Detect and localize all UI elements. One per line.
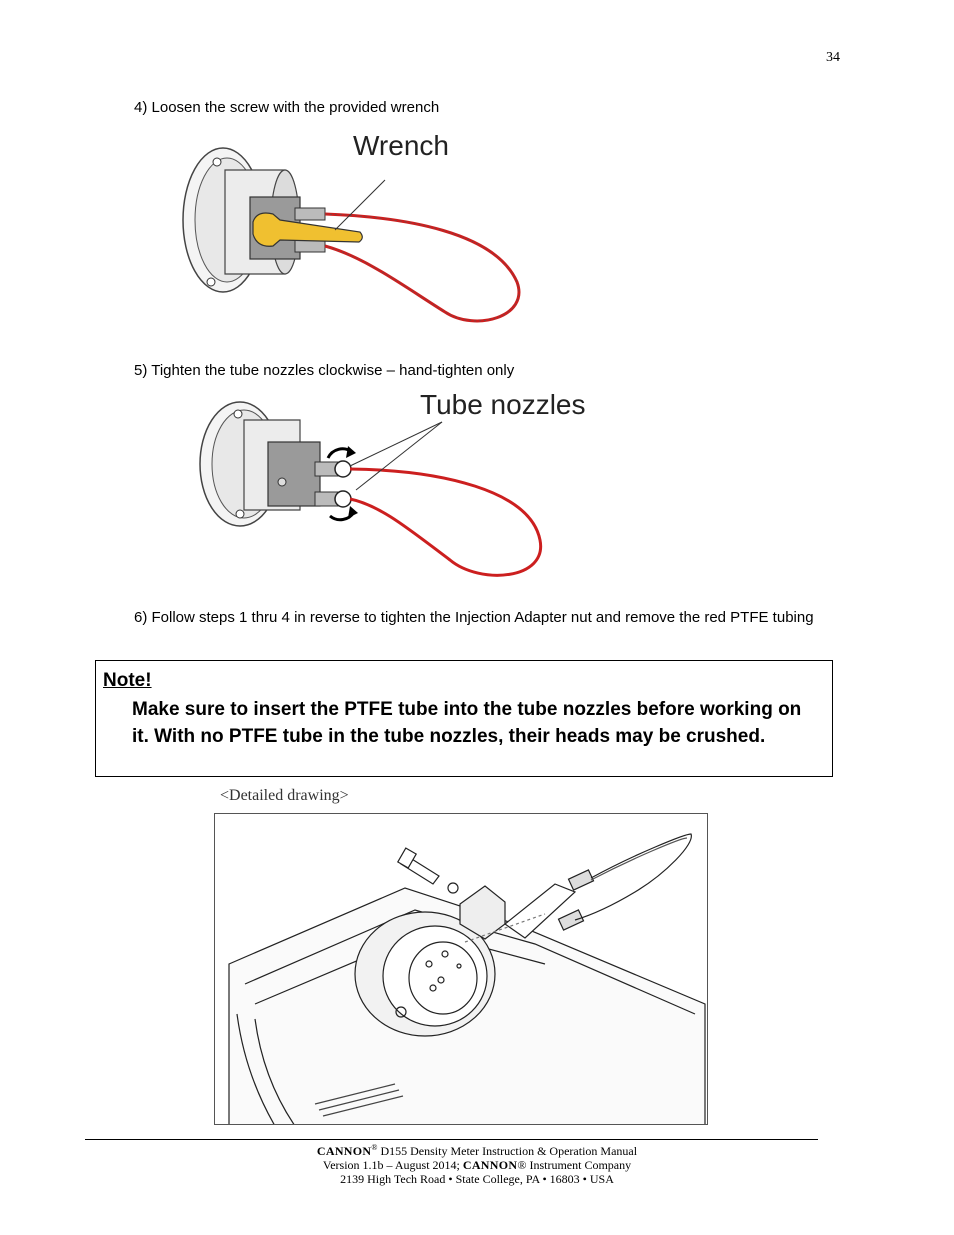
- footer-manual-title: D155 Density Meter Instruction & Operati…: [377, 1144, 638, 1158]
- page-number: 34: [826, 50, 840, 65]
- detail-caption: <Detailed drawing>: [220, 787, 349, 804]
- tube-nozzles-figure: Tube nozzles: [160, 380, 660, 598]
- step-4-text: 4) Loosen the screw with the provided wr…: [134, 99, 440, 116]
- detail-drawing: [228, 833, 706, 1124]
- footer-brand: CANNON: [316, 1144, 372, 1158]
- footer-rule: [85, 1139, 818, 1140]
- footer-reg-mark: ®: [371, 1143, 378, 1152]
- wrench-label: Wrench: [353, 130, 449, 161]
- tube-nozzles-illustration: Tube nozzles: [199, 389, 586, 577]
- footer-line-2: Version 1.1b – August 2014; CANNON® Inst…: [0, 1158, 954, 1173]
- footer-brand-2: CANNON: [462, 1158, 518, 1172]
- note-box: Note! Make sure to insert the PTFE tube …: [95, 660, 833, 777]
- footer-line-1: CANNON® D155 Density Meter Instruction &…: [0, 1143, 954, 1159]
- note-body: Make sure to insert the PTFE tube into t…: [132, 699, 802, 747]
- wrench-figure: Wrench: [145, 122, 635, 354]
- footer-version: Version 1.1b – August 2014;: [322, 1158, 463, 1172]
- detail-drawing-frame: [214, 813, 708, 1125]
- wrench-illustration: Wrench: [182, 130, 521, 323]
- footer-address: 2139 High Tech Road • State College, PA …: [340, 1172, 614, 1186]
- tube-nozzles-label: Tube nozzles: [420, 389, 586, 420]
- note-title: Note!: [103, 670, 152, 691]
- step-5-text: 5) Tighten the tube nozzles clockwise – …: [134, 362, 515, 379]
- step-6-text: 6) Follow steps 1 thru 4 in reverse to t…: [134, 609, 814, 626]
- footer-company: ® Instrument Company: [517, 1158, 632, 1172]
